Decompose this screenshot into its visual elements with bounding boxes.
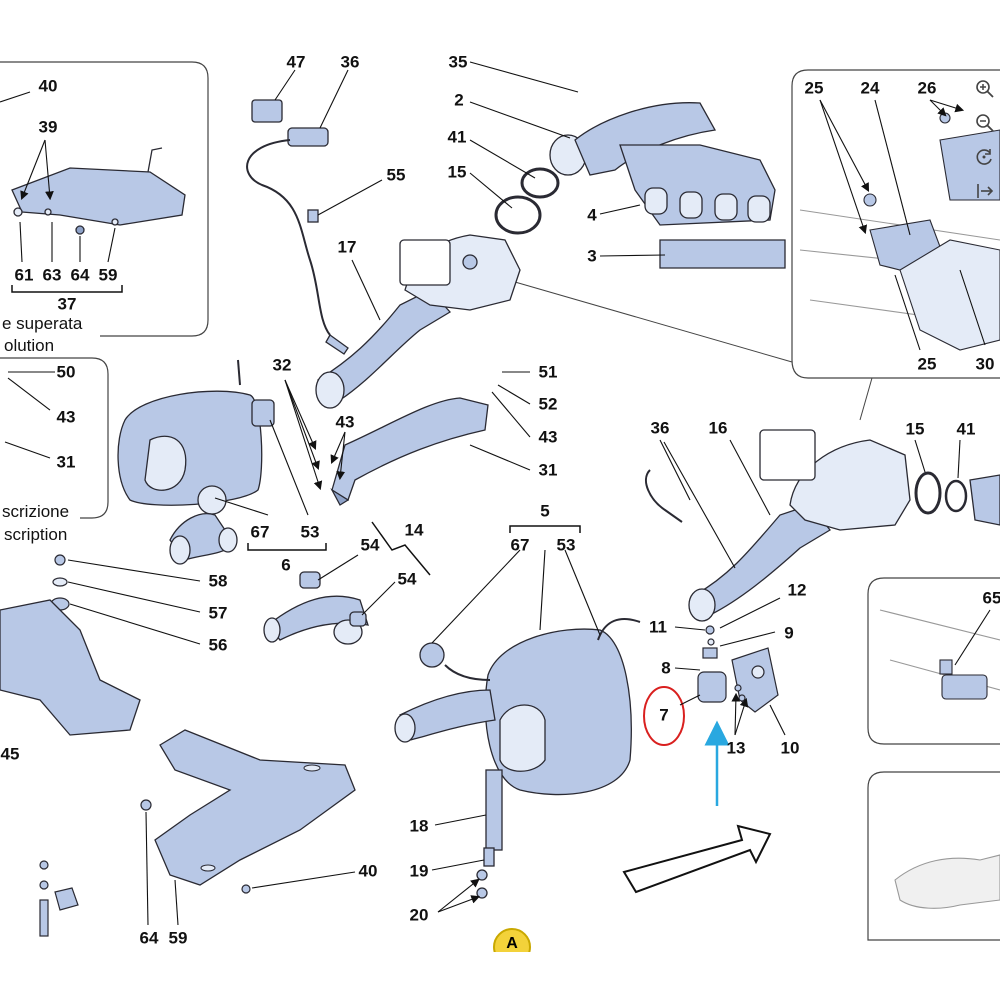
callout-15: 15 — [447, 162, 467, 182]
rear-silencer-6 — [117, 359, 275, 565]
callout-54: 54 — [360, 535, 380, 555]
callout-64-lower: 64 — [139, 928, 159, 948]
callout-11: 11 — [649, 617, 667, 637]
callout-20: 20 — [409, 905, 429, 925]
callout-43: 43 — [56, 407, 76, 427]
catalytic-converter-17 — [315, 234, 521, 409]
exhaust-manifold — [494, 102, 786, 269]
callout-63: 63 — [42, 265, 62, 285]
sensor-7 — [697, 671, 727, 703]
callout-13: 13 — [726, 738, 746, 758]
solution-note: olution — [4, 336, 55, 355]
callout-36: 36 — [340, 52, 360, 72]
viewer-toolbar — [970, 72, 1000, 208]
callout-8: 8 — [661, 658, 671, 678]
callout-9: 9 — [784, 623, 794, 643]
callout-30: 30 — [975, 354, 995, 374]
callout-15-right: 15 — [905, 419, 925, 439]
callout-67-lower: 67 — [510, 535, 530, 555]
fit-to-width-icon[interactable] — [970, 174, 1000, 208]
panel-detail-right-mid — [867, 577, 1000, 745]
highlight-circle-part-7 — [643, 686, 685, 746]
callout-12: 12 — [787, 580, 807, 600]
panel-top-left — [0, 61, 209, 337]
panel-detail-bottom-right — [867, 771, 1000, 941]
bracket-hardware — [697, 625, 779, 713]
callout-57: 57 — [208, 603, 228, 623]
callout-61: 61 — [14, 265, 34, 285]
zoom-out-icon[interactable] — [970, 106, 1000, 140]
callout-17: 17 — [337, 237, 357, 257]
floor-heat-shield — [154, 729, 356, 886]
callout-56: 56 — [208, 635, 228, 655]
callout-24: 24 — [860, 78, 880, 98]
panel-mid-left — [0, 357, 109, 519]
callout-41: 41 — [447, 127, 467, 147]
callout-39: 39 — [38, 117, 58, 137]
callout-43-right: 43 — [538, 427, 558, 447]
panel-frames — [0, 61, 1000, 941]
callout-25: 25 — [804, 78, 824, 98]
callout-31-right: 31 — [538, 460, 558, 480]
superseded-note: e superata — [2, 314, 83, 333]
callout-58: 58 — [208, 571, 228, 591]
callout-4: 4 — [587, 205, 597, 225]
panel-detail-top-right — [791, 69, 1000, 379]
callout-14: 14 — [404, 520, 424, 540]
callout-41-right: 41 — [956, 419, 976, 439]
callout-16: 16 — [708, 418, 728, 438]
sensor-bracket — [251, 99, 283, 123]
pipe-14 — [263, 571, 369, 645]
heat-shield-31 — [330, 397, 489, 506]
detail-top-right-contents — [799, 112, 1000, 351]
callout-67: 67 — [250, 522, 270, 542]
callout-45: 45 — [0, 744, 20, 764]
leader-lines — [0, 61, 991, 926]
callout-52: 52 — [538, 394, 558, 414]
callout-5: 5 — [540, 501, 550, 521]
callout-50: 50 — [56, 362, 76, 382]
callout-25-lower: 25 — [917, 354, 937, 374]
callout-10: 10 — [780, 738, 800, 758]
callout-59-lower: 59 — [168, 928, 188, 948]
callout-19: 19 — [409, 861, 429, 881]
zoom-in-icon[interactable] — [970, 72, 1000, 106]
callout-3: 3 — [587, 246, 597, 266]
bracket-10 — [731, 647, 779, 713]
callout-36-right: 36 — [650, 418, 670, 438]
callout-53-lower: 53 — [556, 535, 576, 555]
callout-40-lower: 40 — [358, 861, 378, 881]
callout-53: 53 — [300, 522, 320, 542]
rear-silencer-5 — [394, 618, 641, 899]
callout-31: 31 — [56, 452, 76, 472]
callout-59: 59 — [98, 265, 118, 285]
description-en-note: scription — [4, 525, 68, 544]
callout-40: 40 — [38, 76, 58, 96]
large-outline-arrow — [622, 824, 772, 894]
callout-55: 55 — [386, 165, 406, 185]
left-heat-shield — [0, 599, 141, 736]
callout-37: 37 — [57, 294, 77, 314]
callout-35: 35 — [448, 52, 468, 72]
callout-18: 18 — [409, 816, 429, 836]
callout-43-mid: 43 — [335, 412, 355, 432]
callout-54-lower: 54 — [397, 569, 417, 589]
callout-26: 26 — [917, 78, 937, 98]
callout-51: 51 — [538, 362, 558, 382]
callout-32: 32 — [272, 355, 292, 375]
section-marker-a-label: A — [493, 928, 531, 952]
underbody-cover-part — [11, 167, 186, 226]
rotate-icon[interactable] — [970, 140, 1000, 174]
callout-6: 6 — [281, 555, 291, 575]
callout-7: 7 — [659, 705, 669, 725]
callout-64: 64 — [70, 265, 90, 285]
callout-2: 2 — [454, 90, 464, 110]
catalytic-converter-16 — [645, 429, 1000, 622]
section-marker-a: A — [493, 928, 533, 952]
callout-47: 47 — [286, 52, 306, 72]
description-it-note: scrizione — [2, 502, 70, 521]
callout-65: 65 — [982, 588, 1000, 608]
